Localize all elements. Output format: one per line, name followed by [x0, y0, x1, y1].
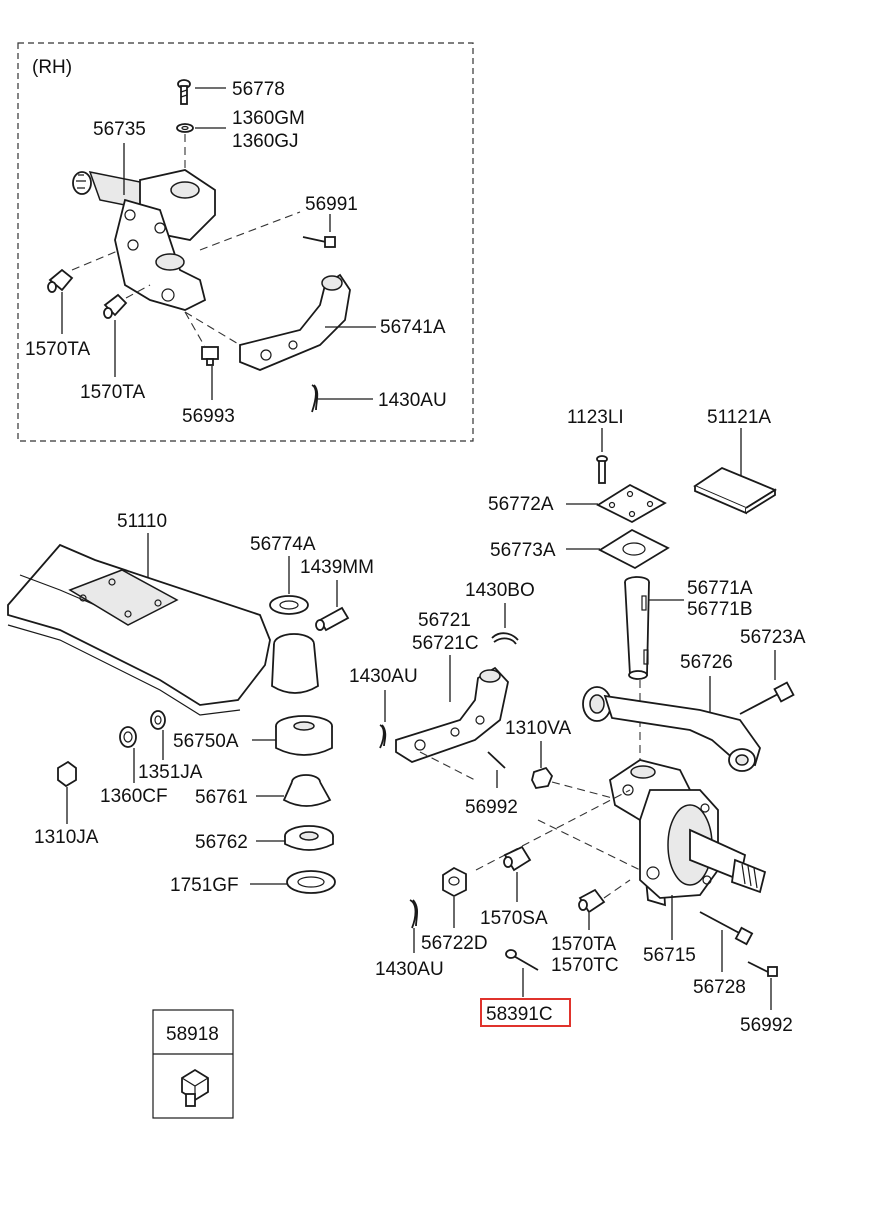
- bolt-56992-a-drawing: [487, 751, 506, 769]
- bolt-56778-drawing: [177, 79, 191, 105]
- label-56778: 56778: [232, 79, 285, 100]
- label-58918: 58918: [166, 1024, 219, 1045]
- label-56762: 56762: [195, 832, 248, 853]
- label-1570sa: 1570SA: [480, 908, 548, 929]
- clip-1430bo-drawing: [491, 632, 519, 645]
- label-1310va: 1310VA: [505, 718, 572, 739]
- label-1310ja: 1310JA: [34, 827, 99, 848]
- label-1360gm: 1360GM: [232, 108, 305, 129]
- washer-56774a-drawing: [269, 595, 309, 615]
- nut-1310ja-drawing: [57, 760, 77, 788]
- washer-1360gm-drawing: [176, 123, 194, 133]
- bushing-56762-drawing: [284, 825, 334, 851]
- pitman-arm-56721-drawing: [395, 666, 509, 763]
- highlight-frame-58391c: [480, 998, 571, 1027]
- label-56741a: 56741A: [380, 317, 446, 338]
- idler-arm-56726-drawing: [582, 686, 761, 772]
- label-1570ta-c: 1570TA: [551, 934, 616, 955]
- label-1430au-c: 1430AU: [375, 959, 444, 980]
- label-1360cf: 1360CF: [100, 786, 168, 807]
- label-56721c: 56721C: [412, 633, 479, 654]
- label-56735: 56735: [93, 119, 146, 140]
- label-56774a: 56774A: [250, 534, 316, 555]
- label-1360gj: 1360GJ: [232, 131, 299, 152]
- label-1439mm: 1439MM: [300, 557, 374, 578]
- label-1430bo: 1430BO: [465, 580, 535, 601]
- grease-nipple-1570ta-c-drawing: [578, 888, 606, 914]
- bolt-56728-drawing: [699, 911, 754, 946]
- label-56771b: 56771B: [687, 599, 753, 620]
- bolt-56992-b-drawing: [747, 961, 778, 977]
- crossmember-51110-drawing: [7, 543, 319, 716]
- label-56993: 56993: [182, 406, 235, 427]
- nut-1310va-drawing: [531, 766, 554, 789]
- cotter-pin-1430au-c-drawing: [409, 899, 419, 929]
- legend-box-58918: [152, 1009, 234, 1119]
- screw-1123li-drawing: [596, 455, 608, 484]
- washer-1351ja-drawing: [150, 710, 166, 730]
- label-56726: 56726: [680, 652, 733, 673]
- label-1430au-b: 1430AU: [349, 666, 418, 687]
- rh-inset-box: [17, 42, 474, 442]
- cotter-pin-1430au-a-drawing: [311, 384, 319, 413]
- grease-nipple-1570ta-b-drawing: [103, 293, 128, 319]
- grease-nipple-1570ta-a-drawing: [47, 268, 74, 293]
- fitting-1439mm-drawing: [315, 606, 350, 632]
- plate-56772a-drawing: [596, 483, 667, 524]
- kingpin-56771a-drawing: [624, 576, 650, 680]
- bolt-56991-drawing: [302, 236, 336, 248]
- grease-nipple-1570sa-drawing: [503, 845, 532, 872]
- inset-title: (RH): [32, 57, 72, 78]
- knuckle-56715-drawing: [608, 759, 767, 907]
- bolt-56993-drawing: [201, 346, 219, 366]
- label-56761: 56761: [195, 787, 248, 808]
- label-56771a: 56771A: [687, 578, 753, 599]
- nut-56722d-drawing: [442, 866, 467, 898]
- pitman-arm-56741a-drawing: [239, 273, 351, 371]
- label-51121a: 51121A: [707, 407, 771, 428]
- label-1430au-a: 1430AU: [378, 390, 447, 411]
- washer-1360cf-drawing: [119, 726, 137, 748]
- label-56991: 56991: [305, 194, 358, 215]
- bushing-56761-drawing: [282, 774, 332, 807]
- pad-51121a-drawing: [693, 466, 777, 515]
- label-56750a: 56750A: [173, 731, 239, 752]
- label-56715: 56715: [643, 945, 696, 966]
- gasket-56773a-drawing: [598, 528, 670, 570]
- label-1751gf: 1751GF: [170, 875, 239, 896]
- label-56723a: 56723A: [740, 627, 806, 648]
- label-56773a: 56773A: [490, 540, 556, 561]
- label-56992-b: 56992: [740, 1015, 793, 1036]
- knuckle-56735-drawing: [72, 169, 216, 311]
- label-56722d: 56722D: [421, 933, 488, 954]
- bushing-56750a-drawing: [275, 715, 333, 756]
- label-1123li: 1123LI: [567, 407, 624, 428]
- label-56772a: 56772A: [488, 494, 554, 515]
- label-1570ta-a: 1570TA: [25, 339, 90, 360]
- fitting-58918-drawing: [181, 1068, 209, 1107]
- washer-1751gf-drawing: [286, 870, 336, 894]
- label-1570ta-b: 1570TA: [80, 382, 145, 403]
- bolt-58391c-drawing: [505, 949, 539, 971]
- label-56721: 56721: [418, 610, 471, 631]
- label-56992-a: 56992: [465, 797, 518, 818]
- cotter-pin-1430au-b-drawing: [379, 724, 387, 749]
- label-51110: 51110: [117, 511, 167, 532]
- label-1570tc: 1570TC: [551, 955, 619, 976]
- label-58391c[interactable]: 58391C: [486, 1004, 553, 1025]
- label-56728: 56728: [693, 977, 746, 998]
- bolt-56723a-drawing: [739, 681, 795, 715]
- label-1351ja: 1351JA: [138, 762, 203, 783]
